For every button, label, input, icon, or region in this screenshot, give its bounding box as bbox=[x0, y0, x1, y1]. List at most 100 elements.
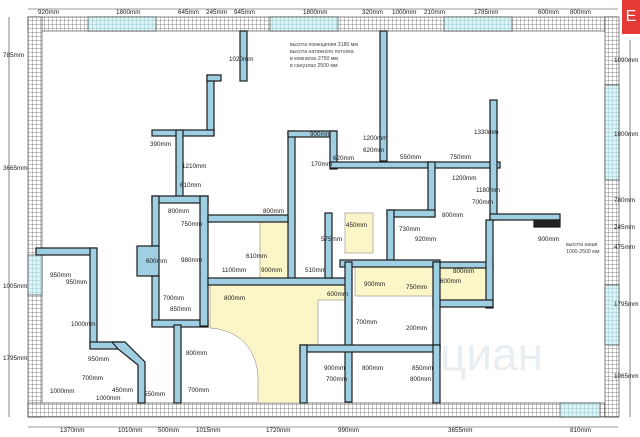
dimension-label: 1000mm bbox=[96, 395, 121, 402]
watermark: циан bbox=[440, 328, 543, 380]
dimension-label: 600mm bbox=[327, 291, 348, 298]
dimension-label: 950mm bbox=[66, 279, 87, 286]
dimension-label: 750mm bbox=[450, 154, 471, 161]
dimension-label: 645mm bbox=[178, 9, 199, 16]
dimension-label: 750mm bbox=[406, 284, 427, 291]
note-line: высота помещения 3180 мм bbox=[290, 42, 358, 48]
note-line: 1000-2500 мм bbox=[566, 249, 600, 255]
dimension-label: 245mm bbox=[206, 9, 227, 16]
dimension-label: 900mm bbox=[324, 365, 345, 372]
note-line: в комнатах 2750 мм bbox=[290, 56, 338, 62]
dimension-label: 620mm bbox=[363, 147, 384, 154]
dimension-label: 730mm bbox=[399, 226, 420, 233]
dimension-label: 1370mm bbox=[60, 427, 85, 434]
interior-walls bbox=[35, 30, 561, 404]
dimension-label: 1800mm bbox=[614, 131, 639, 138]
dimension-label: 945mm bbox=[234, 9, 255, 16]
dimension-label: 1795mm bbox=[3, 355, 28, 362]
dimension-label: 900mm bbox=[364, 281, 385, 288]
dimension-label: 3665mm bbox=[3, 165, 28, 172]
outer-walls bbox=[27, 16, 620, 418]
dimension-label: 950mm bbox=[50, 272, 71, 279]
floor-zones bbox=[209, 212, 489, 404]
dimension-label: 850mm bbox=[170, 306, 191, 313]
dimension-label: 800mm bbox=[224, 295, 245, 302]
dimension-label: 950mm bbox=[88, 356, 109, 363]
dimension-label: 920mm bbox=[38, 9, 59, 16]
dimension-label: 920mm bbox=[415, 236, 436, 243]
dimension-label: 1000mm bbox=[71, 321, 96, 328]
dimension-label: 3655mm bbox=[448, 427, 473, 434]
dimension-label: 500mm bbox=[158, 427, 179, 434]
dimension-label: 990mm bbox=[338, 427, 359, 434]
dimension-label: 850mm bbox=[412, 365, 433, 372]
dimension-label: 700mm bbox=[163, 295, 184, 302]
dimension-label: 1800mm bbox=[116, 9, 141, 16]
dimension-label: 210mm bbox=[424, 9, 445, 16]
dimension-label: 980mm bbox=[181, 257, 202, 264]
dimension-label: 700mm bbox=[356, 319, 377, 326]
dimension-label: 700mm bbox=[82, 375, 103, 382]
dimension-label: 450mm bbox=[112, 387, 133, 394]
dimension-label: 610mm bbox=[180, 182, 201, 189]
niche-note: высота ниши 1000-2500 мм bbox=[566, 242, 600, 255]
dimension-label: 1200mm bbox=[452, 175, 477, 182]
dimension-label: 575mm bbox=[321, 236, 342, 243]
dimension-label: 800mm bbox=[570, 9, 591, 16]
dimension-label: 1015mm bbox=[196, 427, 221, 434]
dimension-label: 900mm bbox=[310, 131, 331, 138]
dimension-label: 1005mm bbox=[3, 283, 28, 290]
dimension-label: 785mm bbox=[3, 52, 24, 59]
dimension-label: 1010mm bbox=[118, 427, 143, 434]
dimension-label: 800mm bbox=[186, 350, 207, 357]
dimension-label: 1020mm bbox=[229, 56, 254, 63]
dimension-label: 510mm bbox=[305, 267, 326, 274]
dimension-label: 200mm bbox=[406, 325, 427, 332]
dimension-label: 800mm bbox=[453, 268, 474, 275]
dimension-label: 600mm bbox=[440, 278, 461, 285]
note-line: в санузлах 2500 мм bbox=[290, 63, 338, 69]
dimension-label: 475mm bbox=[614, 244, 635, 251]
dimension-label: 245mm bbox=[614, 224, 635, 231]
dimension-label: 1065mm bbox=[614, 373, 639, 380]
note-line: высота ниши bbox=[566, 242, 597, 248]
dimension-label: 1100mm bbox=[222, 267, 246, 274]
dimension-label: 1200mm bbox=[363, 135, 388, 142]
dimension-label: 550mm bbox=[400, 154, 421, 161]
dimension-label: 170mm bbox=[311, 161, 332, 168]
dimension-label: 450mm bbox=[346, 222, 367, 229]
dimension-label: 550mm bbox=[144, 391, 165, 398]
dimension-label: 900mm bbox=[538, 236, 559, 243]
dimension-label: 620mm bbox=[333, 155, 354, 162]
dimension-label: 390mm bbox=[150, 141, 171, 148]
dimension-label: 1000mm bbox=[50, 388, 75, 395]
dimension-labels: 920mm 1800mm 645mm 245mm 945mm 1800mm 320mm 100… bbox=[3, 9, 639, 434]
dimension-label: 1800mm bbox=[303, 9, 328, 16]
dimension-label: 1330mm bbox=[474, 129, 499, 136]
dimension-label: 1180mm bbox=[476, 187, 500, 194]
dimension-label: 1000mm bbox=[392, 9, 417, 16]
dimension-label: 810mm bbox=[570, 427, 591, 434]
dimension-label: 700mm bbox=[472, 199, 493, 206]
dimension-label: 800mm bbox=[362, 365, 383, 372]
dimension-label: 780mm bbox=[614, 197, 635, 204]
dimension-label: 1090mm bbox=[614, 57, 639, 64]
dimension-label: 1795mm bbox=[614, 301, 639, 308]
dimension-lines bbox=[8, 8, 631, 428]
dimension-label: 800mm bbox=[263, 208, 284, 215]
dimension-label: 1210mm bbox=[182, 163, 207, 170]
dimension-label: 1785mm bbox=[474, 9, 499, 16]
dimension-label: 750mm bbox=[181, 221, 202, 228]
brand-logo: Е bbox=[622, 0, 640, 34]
dimension-label: 1720mm bbox=[266, 427, 291, 434]
dimension-label: 800mm bbox=[410, 376, 431, 383]
note-line: высота натяжного потолка bbox=[290, 49, 354, 55]
dimension-label: 600mm bbox=[146, 258, 167, 265]
dimension-label: 900mm bbox=[261, 267, 282, 274]
ceiling-height-note: высота помещения 3180 мм высота натяжног… bbox=[290, 42, 358, 69]
dimension-label: 600mm bbox=[538, 9, 559, 16]
dimension-label: 320mm bbox=[362, 9, 383, 16]
dimension-label: 610mm bbox=[246, 253, 267, 260]
dimension-label: 800mm bbox=[168, 208, 189, 215]
